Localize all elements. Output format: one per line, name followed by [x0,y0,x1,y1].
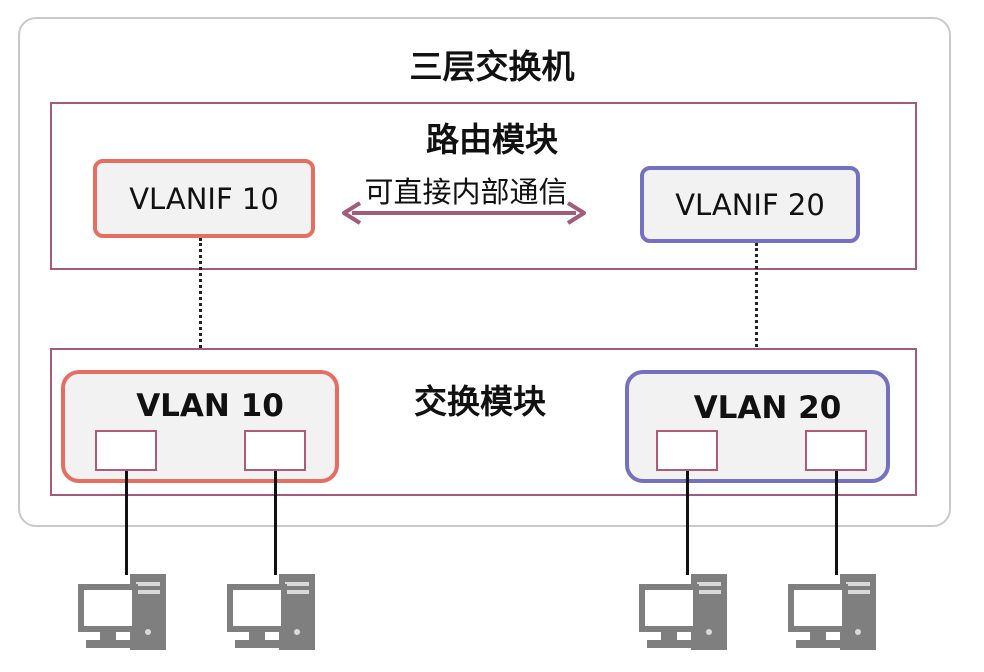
computer-icon [788,574,876,650]
computer-icon [78,574,166,650]
vlan-20-port-2 [805,430,867,471]
vlan-10-label: VLAN 10 [136,388,284,424]
cable-3 [686,471,689,575]
communication-label: 可直接内部通信 [364,175,568,209]
vlanif-20-link [755,243,758,371]
computer-icon [227,574,315,650]
switching-module-title: 交换模块 [414,382,546,421]
cable-1 [125,471,128,575]
switch-title: 三层交换机 [409,47,575,86]
double-arrow-icon [342,201,586,225]
routing-module-title: 路由模块 [426,120,558,159]
vlanif-10-label: VLANIF 10 [129,181,279,216]
cable-4 [835,471,838,575]
vlan-20-port-1 [656,430,718,471]
cable-2 [274,471,277,575]
vlanif-10-box: VLANIF 10 [93,159,315,238]
vlanif-20-box: VLANIF 20 [640,166,860,243]
computer-icon [639,574,727,650]
vlan-20-label: VLAN 20 [693,390,842,426]
vlan-10-port-1 [95,430,157,471]
vlanif-10-link [199,238,202,372]
vlanif-20-label: VLANIF 20 [675,187,825,222]
vlan-10-port-2 [244,430,306,471]
